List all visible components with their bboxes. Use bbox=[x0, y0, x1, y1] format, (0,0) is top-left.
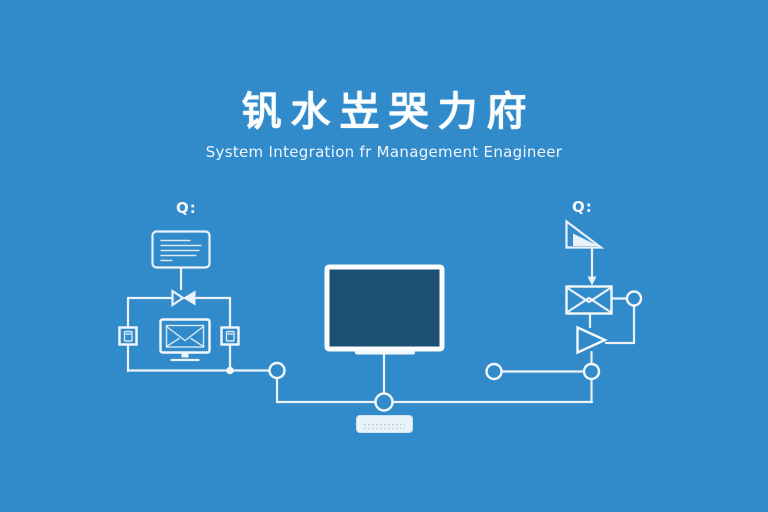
bottom-bus bbox=[268, 350, 601, 412]
node-circle bbox=[485, 362, 503, 381]
left-flow-group: Q: bbox=[118, 199, 271, 375]
left-q-label: Q: bbox=[176, 199, 197, 217]
node-circle bbox=[625, 290, 643, 307]
feedback-lines bbox=[588, 297, 636, 345]
page-title: 钒水岦哭力府 bbox=[241, 89, 536, 135]
note-card-icon bbox=[151, 230, 211, 269]
mail-square-icon bbox=[118, 326, 138, 346]
monitor-icon bbox=[324, 264, 445, 355]
right-flow-group: Q: bbox=[565, 198, 643, 355]
flag-icon bbox=[565, 219, 605, 249]
node-circle bbox=[268, 361, 286, 380]
keyboard-icon bbox=[356, 415, 413, 433]
node-circle bbox=[582, 362, 601, 381]
right-q-label: Q: bbox=[572, 198, 593, 216]
mail-square-icon bbox=[220, 326, 240, 346]
valve-icon bbox=[171, 288, 196, 308]
envelope-icon bbox=[565, 285, 613, 315]
page-subtitle: System Integration fr Management Enagine… bbox=[205, 143, 563, 161]
arrow-down-icon bbox=[587, 247, 597, 286]
junction-dot bbox=[226, 366, 234, 375]
play-triangle-icon bbox=[576, 325, 608, 355]
monitor-mail-icon bbox=[159, 318, 211, 362]
node-circle bbox=[374, 392, 394, 412]
header: 钒水岦哭力府 System Integration fr Management … bbox=[0, 90, 768, 161]
